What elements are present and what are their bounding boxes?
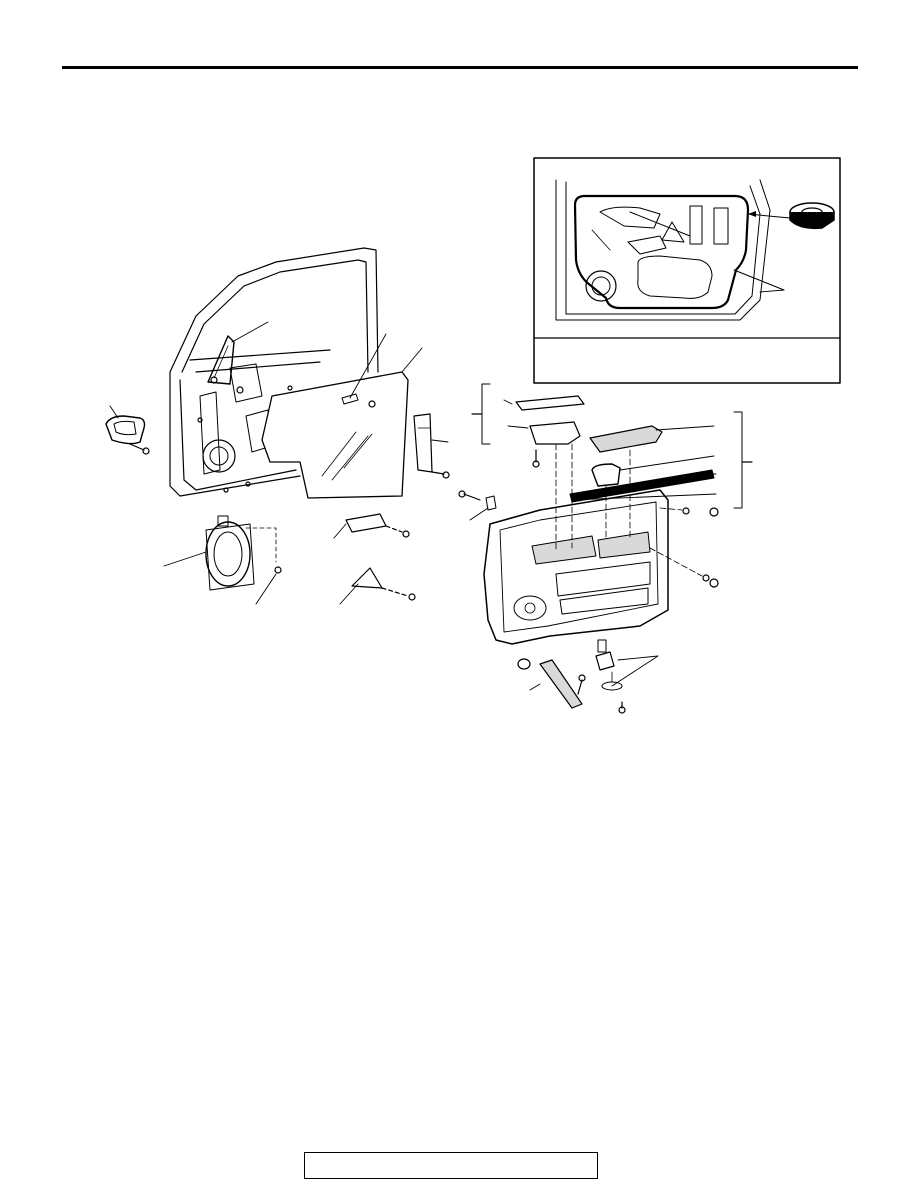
- bracket-lower-b: [351, 567, 416, 601]
- speaker-detail: [585, 270, 617, 302]
- footer-box: [304, 1152, 598, 1179]
- armrest-cover: [589, 425, 663, 453]
- door-mirror-corner: [207, 335, 235, 385]
- bracket-upper: [413, 413, 450, 479]
- courtesy-lamp: [595, 639, 626, 714]
- door-frame: [169, 247, 379, 497]
- sealant-roll-icon: [789, 202, 835, 230]
- callout-leaders: [109, 289, 785, 691]
- door-speaker: [205, 515, 282, 591]
- pull-handle-stay: [517, 658, 586, 709]
- door-trim-pad: [483, 489, 669, 645]
- inside-handle-cover: [591, 463, 621, 487]
- detail-view: [533, 157, 841, 384]
- power-window-switch-panel: [515, 395, 585, 468]
- assembly-guide-lines: [555, 443, 703, 577]
- film-seal-outline: [573, 194, 750, 310]
- door-belt-moulding: [569, 469, 715, 503]
- header-rule: [62, 66, 858, 69]
- waterproof-film: [261, 371, 409, 499]
- inside-door-handle: [105, 415, 150, 455]
- bracket-lower-a: [345, 513, 410, 538]
- clip-middle: [458, 490, 497, 511]
